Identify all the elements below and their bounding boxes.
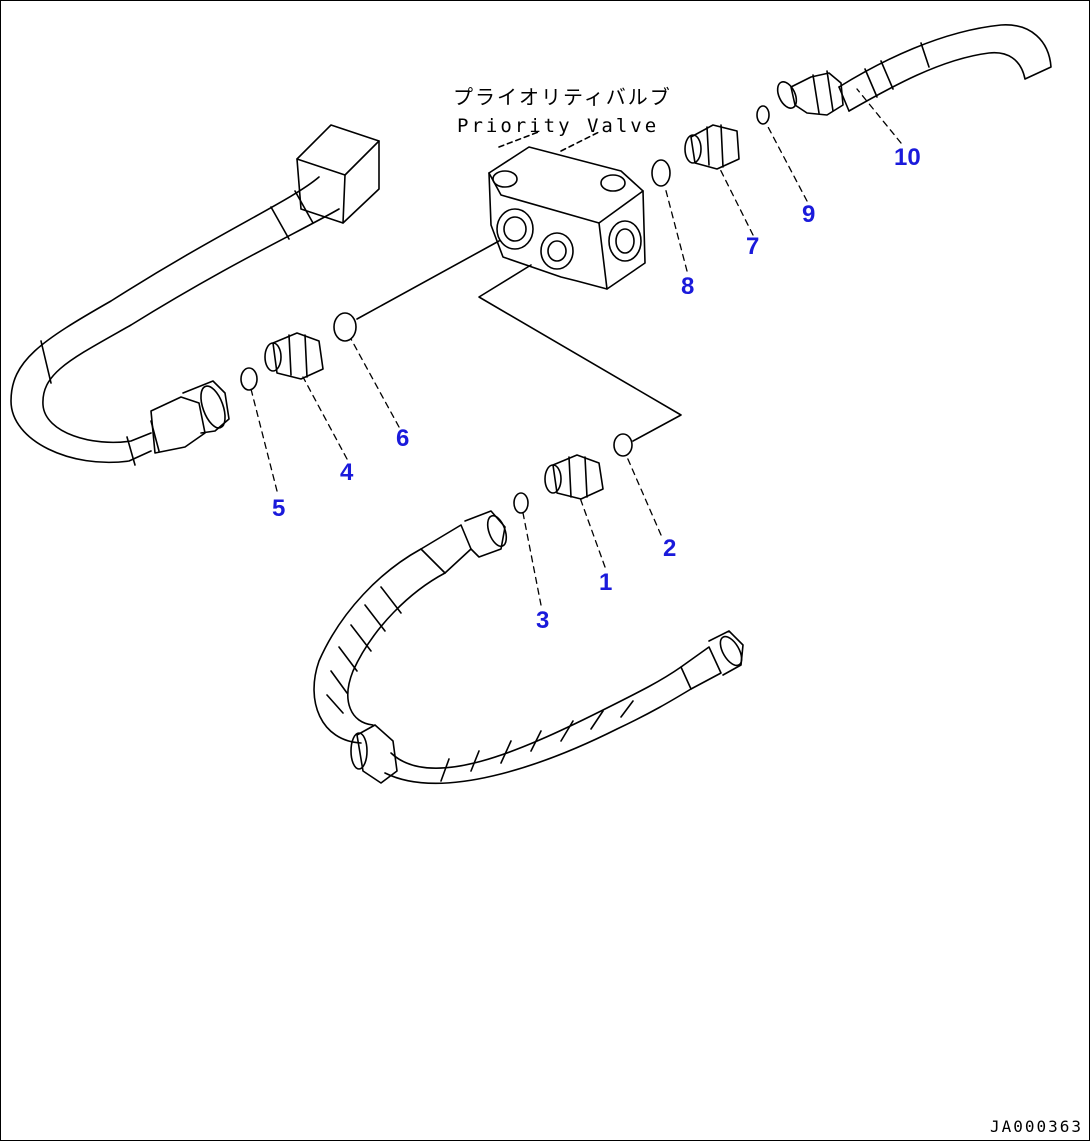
o-ring-part-6 [333, 312, 357, 342]
o-ring-part-5 [240, 367, 258, 391]
callout-part-1[interactable]: 1 [599, 569, 613, 596]
left-hose [10, 124, 380, 466]
callout-part-5[interactable]: 5 [272, 495, 286, 522]
drawing-code: JA000363 [989, 1117, 1083, 1136]
leader-lines [250, 88, 902, 606]
assembly-title-en: Priority Valve [457, 115, 660, 137]
callout-part-8[interactable]: 8 [681, 273, 695, 300]
assembly-title-jp: プライオリティバルブ [453, 85, 672, 109]
o-ring-part-8 [651, 159, 671, 187]
callout-part-3[interactable]: 3 [536, 607, 550, 634]
callout-part-6[interactable]: 6 [396, 425, 410, 452]
assembly-guide-lines [356, 240, 682, 442]
fitting-part-7 [684, 124, 740, 170]
callout-part-7[interactable]: 7 [746, 233, 760, 260]
o-ring-part-3 [513, 492, 529, 514]
fitting-part-4 [264, 332, 324, 380]
lower-hose [313, 510, 744, 785]
fitting-part-1 [544, 454, 604, 500]
o-ring-part-2 [613, 433, 633, 457]
callout-part-10[interactable]: 10 [894, 144, 921, 171]
upper-right-hose [776, 24, 1052, 116]
priority-valve-body [488, 130, 646, 290]
o-ring-part-9 [756, 105, 770, 125]
callout-part-4[interactable]: 4 [340, 459, 354, 486]
callout-part-2[interactable]: 2 [663, 535, 677, 562]
callout-part-9[interactable]: 9 [802, 201, 816, 228]
